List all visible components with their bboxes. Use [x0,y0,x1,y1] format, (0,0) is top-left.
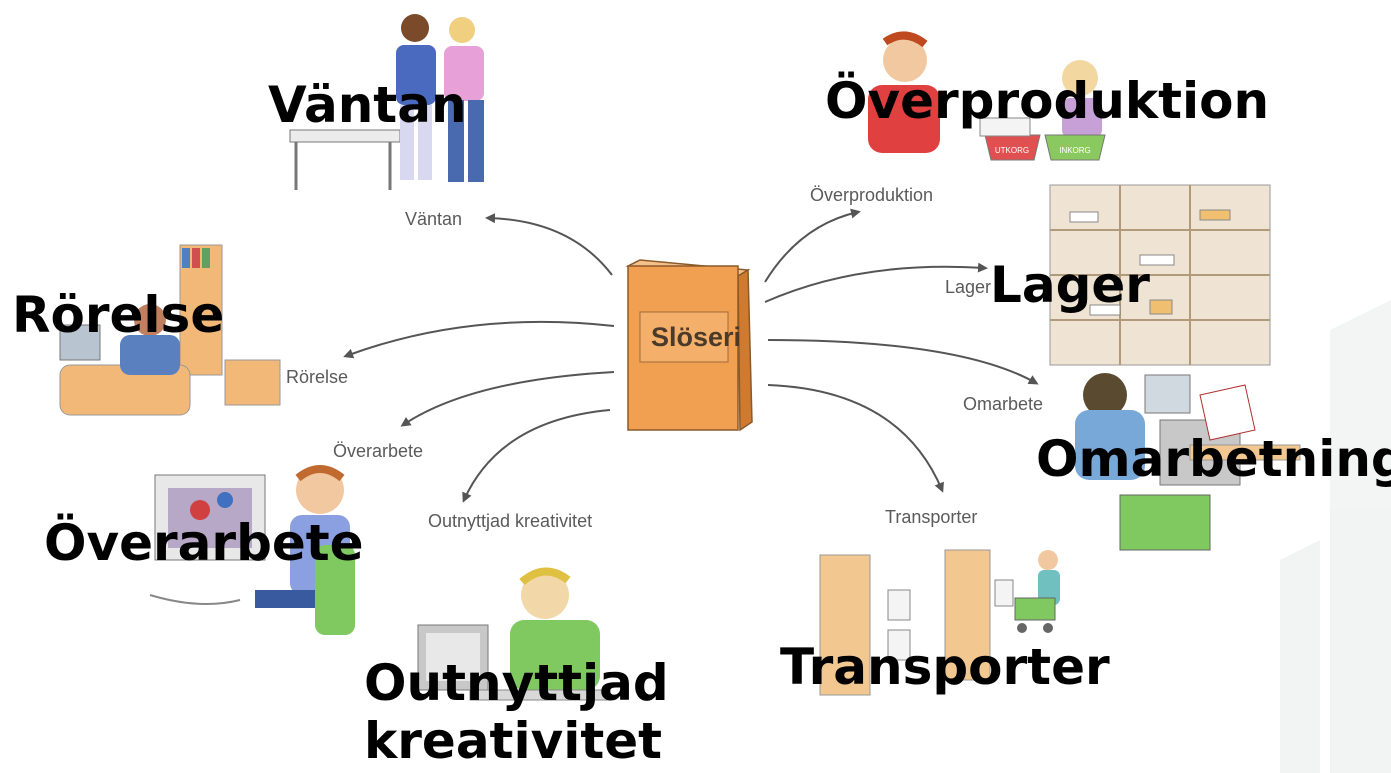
caption-rorelse: Rörelse [286,367,349,387]
title-lager: Lager [990,256,1150,314]
overprocessing-illustration [149,465,355,635]
arrow-outnyttjad [462,409,611,503]
caption-outnyttjad: Outnyttjad kreativitet [428,511,593,531]
center-label-sloseri: Slöseri [651,322,742,352]
caption-omarbete: Omarbete [963,394,1044,414]
title-overarbete: Överarbete [44,514,364,572]
watermark-stripes [1280,300,1391,773]
arrows [343,208,1039,503]
book-icon [625,259,753,432]
title-overproduktion: Överproduktion [825,72,1270,130]
arrow-vantan [485,213,613,276]
arrow-lager [764,262,988,303]
title-vantan: Väntan [268,76,467,134]
caption-lager: Lager [945,277,992,297]
utkorg-sign: UTKORG [995,146,1029,155]
title-outnyttjad-line1: Outnyttjad [364,654,669,712]
caption-transporter: Transporter [885,507,978,527]
motion-illustration [59,244,281,416]
title-outnyttjad-line2: kreativitet [364,712,663,770]
caption-overproduktion: Överproduktion [810,185,934,205]
caption-vantan: Väntan [405,209,463,229]
arrow-overarbete [400,371,615,427]
waiting-people-illustration [289,14,484,190]
title-rorelse: Rörelse [12,286,225,344]
transport-illustration [819,549,1060,696]
overproduction-illustration: UTKORG INKORG [868,31,1106,161]
rework-illustration [1075,373,1301,551]
arrow-omarbete [767,339,1039,385]
caption-overarbete: Överarbete [333,441,424,461]
inkorg-sign: INKORG [1059,146,1091,155]
title-omarbetning: Omarbetning [1036,430,1391,488]
arrow-rorelse [343,320,615,359]
unused-creativity-illustration [417,567,611,701]
arrow-transporter [767,384,944,493]
warehouse-shelves-illustration [1049,184,1271,366]
arrow-overproduktion [764,208,861,283]
title-transporter: Transporter [780,638,1110,696]
